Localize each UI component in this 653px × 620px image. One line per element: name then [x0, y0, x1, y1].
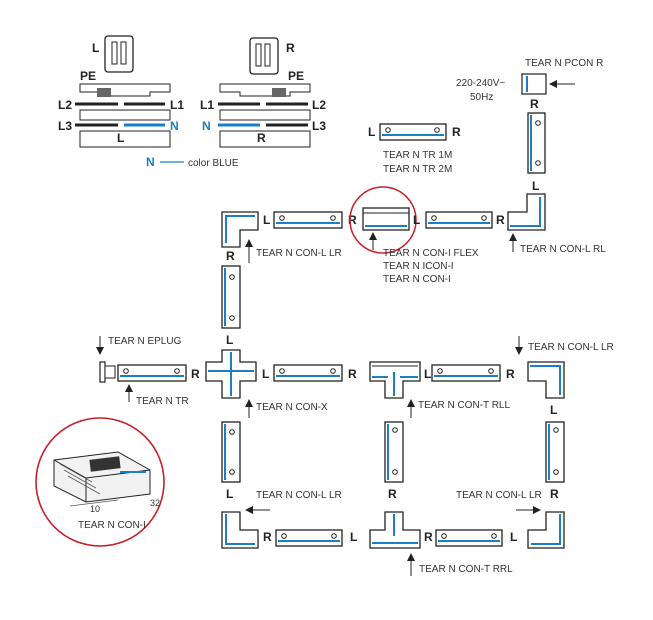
- cont-rrl-label: TEAR N CON-T RRL: [419, 564, 513, 575]
- svg-text:L: L: [413, 213, 420, 227]
- svg-text:L: L: [424, 367, 431, 381]
- svg-text:L: L: [226, 333, 233, 347]
- wiring-right-n-label: N: [202, 119, 211, 133]
- tr1-label: TEAR N TR 1M: [383, 150, 452, 161]
- svg-text:R: R: [424, 530, 433, 544]
- wiring-right-bottom-label: R: [257, 131, 266, 145]
- track-vertical-top-right: L: [527, 112, 546, 193]
- power-feed-box: [521, 73, 547, 95]
- svg-text:R: R: [263, 530, 272, 544]
- svg-text:L: L: [550, 403, 557, 417]
- svg-text:L: L: [368, 125, 375, 139]
- track-tr: R TEAR N TR: [117, 364, 200, 407]
- svg-text:R: R: [388, 487, 397, 501]
- track-row3-left: L: [275, 529, 357, 547]
- wiring-diagram-right: R PE L1 L2 N L3 R: [200, 37, 326, 148]
- legend-n-symbol: N: [146, 155, 155, 169]
- corner-bottom-left: TEAR N CON-L LR R: [221, 490, 342, 549]
- corner-top-right: TEAR N CON-L RL: [507, 193, 606, 255]
- corner-row2-right: TEAR N CON-L LR L: [515, 336, 614, 417]
- svg-text:R: R: [452, 125, 461, 139]
- wiring-left-l2-label: L2: [58, 98, 72, 112]
- svg-text:R: R: [550, 487, 559, 501]
- coni-flex: TEAR N CON-I FLEX TEAR N ICON-I TEAR N C…: [349, 186, 479, 285]
- wiring-left-l3-label: L3: [58, 119, 72, 133]
- coni-flex-label: TEAR N CON-I FLEX: [383, 248, 479, 259]
- track-row2-right: R: [431, 364, 515, 382]
- corner-top-left: L TEAR N CON-L LR R: [221, 211, 342, 263]
- conl-rl-label: TEAR N CON-L RL: [520, 244, 606, 255]
- svg-text:L: L: [532, 179, 539, 193]
- track-row1-right: L R: [413, 211, 505, 229]
- svg-text:R: R: [496, 213, 505, 227]
- svg-text:R: R: [506, 367, 515, 381]
- coni-label: TEAR N CON-I: [383, 274, 451, 285]
- track-row3-right: L: [435, 529, 517, 547]
- track-vertical-right-lower: R: [545, 421, 565, 501]
- wiring-right-l3-label: L3: [312, 119, 326, 133]
- conl-lr-label: TEAR N CON-L LR: [256, 248, 342, 259]
- connector-x: L TEAR N CON-X: [205, 349, 328, 418]
- track-tr-1m-2m: L R TEAR N TR 1M TEAR N TR 2M: [368, 123, 461, 175]
- svg-text:L: L: [510, 530, 517, 544]
- wiring-right-top-label: R: [286, 41, 295, 55]
- svg-text:R: R: [348, 213, 357, 227]
- power-feed-end-r: R: [530, 97, 539, 111]
- inset-coni: 10 32 TEAR N CON-I: [35, 417, 165, 547]
- power-feed-label: TEAR N PCON R: [525, 58, 603, 69]
- track-vertical-left-lower: L: [221, 421, 241, 501]
- wiring-right-pe-label: PE: [288, 69, 304, 83]
- conx-label: TEAR N CON-X: [256, 402, 328, 413]
- wiring-right-l1-label: L1: [200, 98, 214, 112]
- track-vertical-mid-lower: R: [384, 421, 404, 501]
- svg-text:R: R: [226, 249, 235, 263]
- track-row2-mid: R: [273, 364, 357, 382]
- svg-text:L: L: [263, 213, 270, 227]
- track-vertical-left-upper: L: [221, 265, 241, 347]
- inset-dim2: 32: [150, 498, 160, 508]
- wiring-left-bottom-label: L: [117, 131, 124, 145]
- wiring-left-n-label: N: [170, 119, 179, 133]
- color-legend: N color BLUE: [146, 155, 239, 169]
- inset-title: TEAR N CON-I: [78, 520, 146, 531]
- wiring-right-l2-label: L2: [312, 98, 326, 112]
- svg-text:R: R: [348, 367, 357, 381]
- svg-text:R: R: [191, 367, 200, 381]
- connector-t-rll: L TEAR N CON-T RLL: [369, 361, 510, 418]
- svg-text:L: L: [262, 367, 269, 381]
- tr2-label: TEAR N TR 2M: [383, 164, 452, 175]
- cont-rll-label: TEAR N CON-T RLL: [418, 400, 510, 411]
- svg-text:L: L: [226, 487, 233, 501]
- wiring-left-top-label: L: [92, 41, 99, 55]
- wiring-diagram-left: L PE L2 L1 L3 N L: [58, 35, 184, 148]
- svg-text:L: L: [350, 530, 357, 544]
- tr-label: TEAR N TR: [136, 396, 189, 407]
- inset-dim1: 10: [90, 504, 100, 514]
- frequency-label: 50Hz: [470, 92, 493, 103]
- wiring-left-l1-label: L1: [170, 98, 184, 112]
- track-row1-left: R: [273, 211, 357, 229]
- conl-lr3-label: TEAR N CON-L LR: [256, 490, 342, 501]
- conl-lr2-label: TEAR N CON-L LR: [528, 342, 614, 353]
- voltage-label: 220-240V~: [456, 78, 505, 89]
- eplug-label: TEAR N EPLUG: [108, 336, 182, 347]
- power-feed: TEAR N PCON R 220-240V~ 50Hz R: [456, 58, 603, 111]
- wiring-left-pe-label: PE: [80, 69, 96, 83]
- icon-i-label: TEAR N ICON-I: [383, 261, 454, 272]
- corner-bottom-right: TEAR N CON-L LR: [456, 490, 565, 549]
- connector-t-rrl: R TEAR N CON-T RRL: [369, 511, 513, 576]
- end-plug: TEAR N EPLUG: [96, 336, 182, 383]
- conl-lr4-label: TEAR N CON-L LR: [456, 490, 542, 501]
- legend-text: color BLUE: [188, 158, 239, 169]
